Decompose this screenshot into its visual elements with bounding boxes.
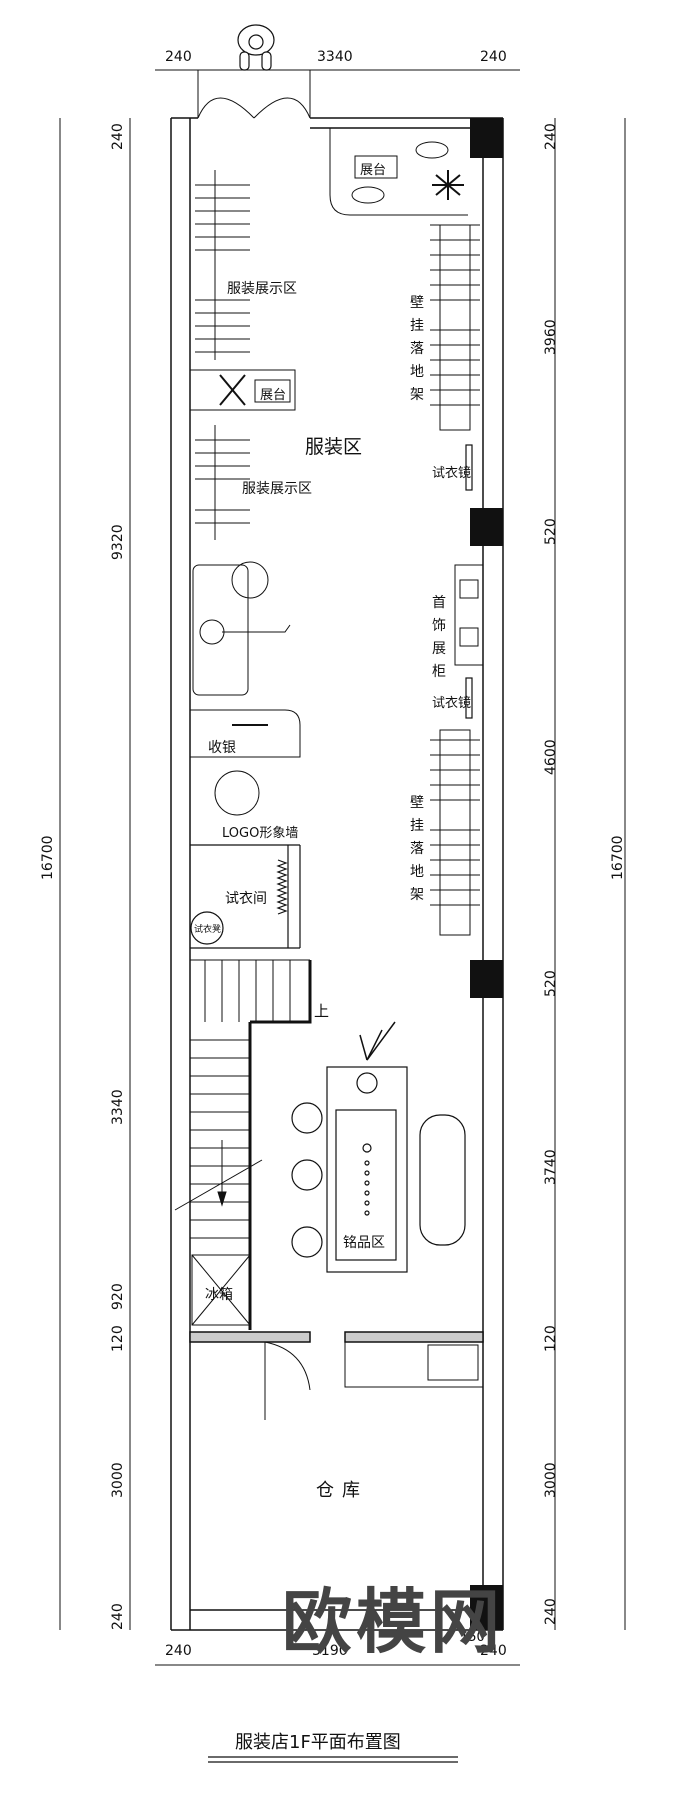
display-zone-label-2: 服装展示区 [242,481,312,497]
wall-rack-right-1 [430,224,480,431]
jewelry-cabinet [454,564,484,666]
fitting-stool-label: 试衣凳 [194,925,222,935]
bottom-dim-right: 240 [480,1643,507,1659]
right-dim-1: 240 [543,123,559,150]
left-dim-3: 3340 [110,1089,126,1125]
plant-icon [432,170,464,200]
display-stand-label-2: 展台 [260,388,287,403]
right-dim-5: 520 [543,970,559,997]
jewelry-label: 首饰展柜 [432,595,446,680]
left-dim-4: 920 [110,1283,126,1310]
fitting-room-label: 试衣间 [225,891,267,907]
right-dim-3: 520 [543,518,559,545]
bottom-dim-left: 240 [165,1643,192,1659]
right-dim-2: 3960 [543,319,559,355]
display-rack-left-2 [195,425,250,540]
dimension-lines [59,69,626,1666]
cashier-label: 收银 [208,740,236,756]
mirror-2 [465,677,473,719]
bottom-dim-middle: 3190 [312,1643,348,1659]
wall-rack-right-2 [430,729,480,936]
logo-wall-label: LOGO形象墙 [222,826,299,841]
left-dim-5: 120 [110,1325,126,1352]
right-total-dim: 16700 [610,835,626,880]
right-dim-7: 120 [543,1325,559,1352]
fridge-label: 冰箱 [205,1287,233,1303]
storage-label: 仓库 [316,1480,368,1501]
right-dim-6: 3740 [543,1149,559,1185]
person-icon [237,24,275,71]
top-dim-right: 240 [480,49,507,65]
watermark: 欧模网 [282,1581,504,1663]
wall-rack-label-2: 壁挂落地架 [410,795,424,903]
mirror-label-2: 试衣镜 [432,696,472,711]
right-dim-4: 4600 [543,739,559,775]
sofa-area [192,561,291,696]
clothing-area-label: 服装区 [305,436,363,458]
fridge [191,1254,251,1326]
display-stand-corner [329,128,468,216]
small-dim: 150 [460,1630,485,1645]
left-total-dim: 16700 [40,835,56,880]
wall-rack-label-1: 壁挂落地架 [410,295,424,403]
mirror-1 [465,444,473,491]
tea-area-label: 铭品区 [343,1235,385,1251]
left-dim-6: 3000 [110,1462,126,1498]
mirror-label-1: 试衣镜 [432,466,472,481]
display-stand-label-1: 展台 [360,163,387,178]
display-rack-left-1 [195,170,250,360]
right-dim-8: 3000 [543,1462,559,1498]
display-zone-label-1: 服装展示区 [227,281,297,297]
display-stand-middle [189,369,296,411]
left-dim-2: 9320 [110,524,126,560]
top-dim-middle: 3340 [317,49,353,65]
title-underline [208,1756,458,1763]
columns [470,118,503,1630]
entrance-door [197,70,311,119]
storage-partition [189,1331,484,1420]
stairs-up-label: 上 [314,1002,330,1020]
cashier-counter [190,709,301,816]
fitting-room [190,844,301,949]
right-dim-9: 240 [543,1598,559,1625]
top-dim-left: 240 [165,49,192,65]
drawing-title: 服装店1F平面布置图 [235,1732,401,1753]
tea-table [291,1021,466,1273]
left-dim-1: 240 [110,123,126,150]
left-dim-7: 240 [110,1603,126,1630]
